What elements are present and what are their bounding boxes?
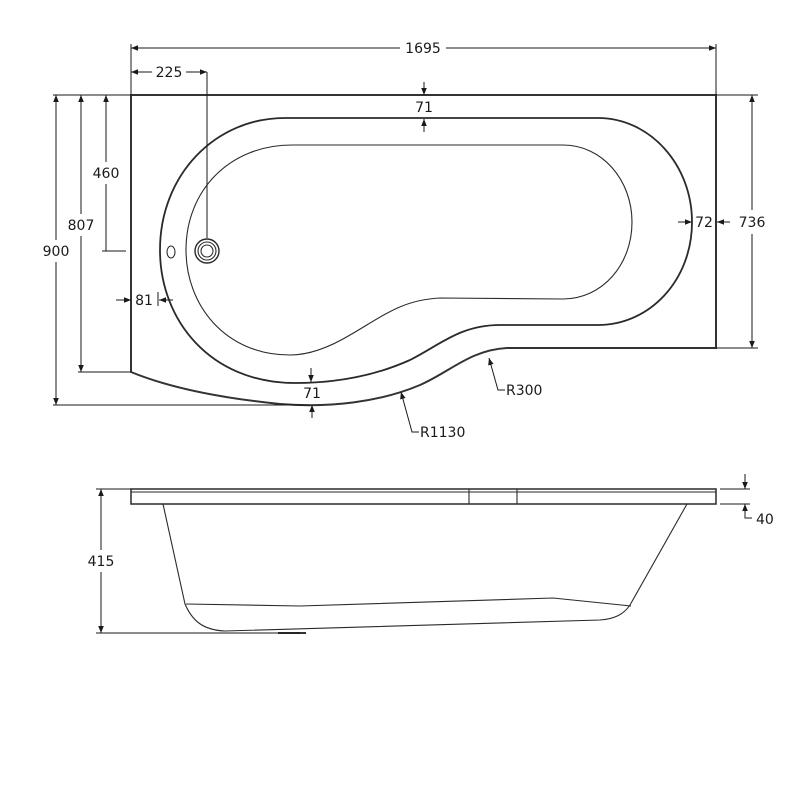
dimension-left-end-width: 807: [68, 95, 131, 373]
svg-text:415: 415: [88, 554, 115, 570]
bath-outline: [130, 94, 717, 407]
dimension-right-rim: 72: [678, 215, 730, 231]
svg-text:225: 225: [156, 65, 183, 81]
dimension-height: 415: [88, 488, 300, 634]
radius-small-label: R300: [488, 357, 542, 399]
svg-text:460: 460: [93, 166, 120, 182]
svg-text:1695: 1695: [405, 41, 441, 57]
radius-large-label: R1130: [400, 391, 465, 441]
basin-outline: [185, 144, 633, 356]
dimension-waste-offset-y: 460: [93, 95, 126, 252]
bath-body-profile: [162, 503, 688, 632]
dimension-bottom-rim: 71: [303, 368, 321, 418]
side-view: 415 40: [88, 474, 774, 634]
dimension-top-rim: 71: [415, 82, 433, 132]
overflow-hole: [166, 245, 176, 259]
dimension-left-rim: 81: [116, 292, 173, 309]
svg-text:736: 736: [739, 215, 766, 231]
waste-outlet: [194, 238, 220, 264]
svg-text:72: 72: [695, 215, 713, 231]
dimension-overall-width: 900: [43, 94, 310, 406]
plan-view: 1695 225 900 807 460: [43, 41, 766, 441]
svg-text:81: 81: [135, 293, 153, 309]
svg-text:71: 71: [415, 100, 433, 116]
svg-text:900: 900: [43, 244, 70, 260]
dimension-overall-length: 1695: [130, 41, 717, 95]
svg-text:R1130: R1130: [420, 425, 465, 441]
rim-profile: [130, 488, 717, 505]
basin-floor-line: [185, 597, 632, 607]
svg-text:71: 71: [303, 386, 321, 402]
svg-text:40: 40: [756, 512, 774, 528]
dimension-right-end-width: 736: [716, 94, 766, 349]
svg-text:R300: R300: [506, 383, 542, 399]
dimension-waste-offset-x: 225: [131, 65, 208, 238]
svg-text:807: 807: [68, 218, 95, 234]
dimension-rim-thickness: 40: [720, 474, 774, 528]
